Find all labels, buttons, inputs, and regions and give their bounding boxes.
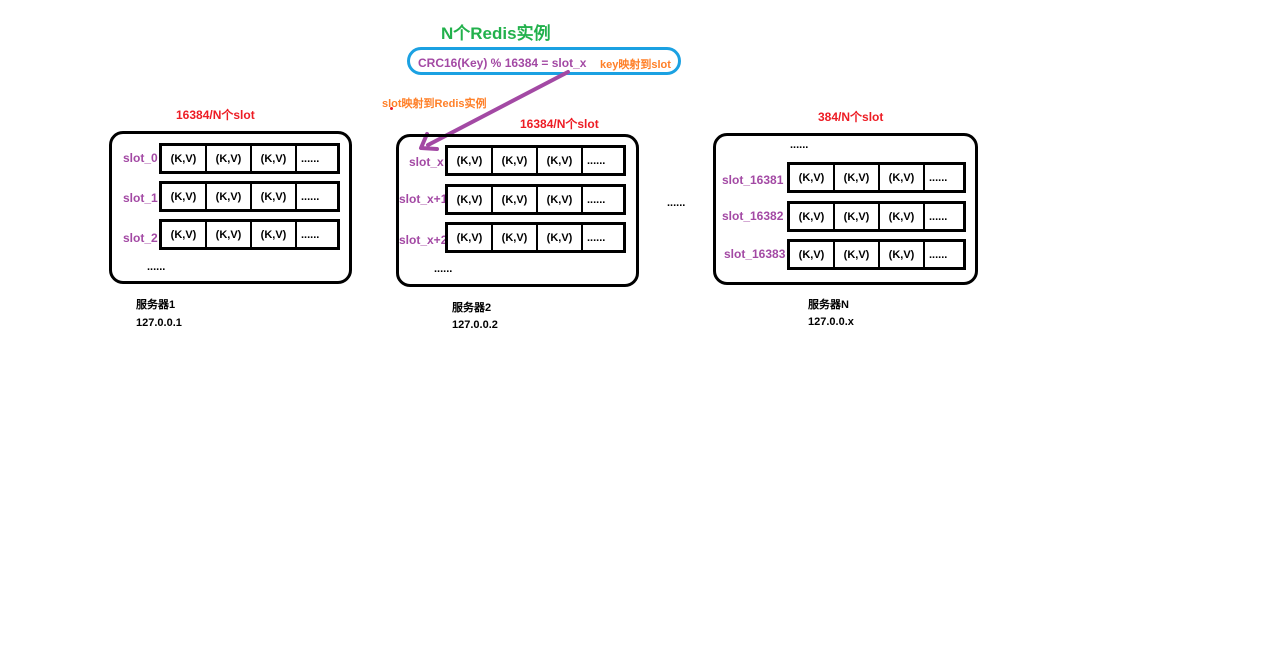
kv-cell: (K,V) [207, 184, 252, 209]
server-1-slot-label: slot_0 [123, 151, 158, 165]
kv-cell: (K,V) [835, 165, 880, 190]
server-n-slot-label: slot_16383 [724, 247, 786, 261]
kv-cell-more: ...... [587, 193, 606, 206]
kv-cell: (K,V) [448, 148, 493, 173]
kv-cell-more: ...... [301, 152, 320, 165]
kv-cell: (K,V) [162, 146, 207, 171]
kv-cell: (K,V) [448, 225, 493, 250]
server-2-box [396, 134, 639, 287]
server-1-ip: 127.0.0.1 [136, 317, 182, 329]
kv-cell: (K,V) [880, 242, 925, 267]
server-2-name: 服务器2 [452, 302, 492, 314]
server-1-count: 16384/N个slot [176, 108, 255, 122]
kv-cell: (K,V) [835, 204, 880, 229]
server-n-count: 384/N个slot [818, 110, 884, 124]
kv-cell-more: ...... [929, 210, 948, 223]
kv-cell: (K,V) [880, 165, 925, 190]
marker-dot [390, 107, 393, 110]
kv-cell: (K,V) [880, 204, 925, 229]
kv-cell-more: ...... [587, 154, 606, 167]
kv-cell: (K,V) [790, 165, 835, 190]
server-2-count: 16384/N个slot [520, 117, 599, 131]
kv-cell: (K,V) [538, 225, 583, 250]
server-n-slot-row: (K,V) (K,V) (K,V) ...... [787, 239, 966, 270]
kv-cell-more: ...... [301, 190, 320, 203]
server-2-slot-row: (K,V) (K,V) (K,V) ...... [445, 184, 626, 215]
kv-cell-more: ...... [929, 171, 948, 184]
server-1-slot-row: (K,V) (K,V) (K,V) ...... [159, 181, 340, 212]
kv-cell: (K,V) [207, 146, 252, 171]
server-n-slot-label: slot_16382 [722, 209, 784, 223]
arrow-shaft [426, 70, 570, 147]
kv-cell: (K,V) [448, 187, 493, 212]
kv-cell-more: ...... [929, 248, 948, 261]
server-n-ip: 127.0.0.x [808, 316, 854, 328]
slot-note: slot映射到Redis实例 [382, 98, 487, 110]
kv-cell: (K,V) [162, 222, 207, 247]
server-n-slot-row: (K,V) (K,V) (K,V) ...... [787, 201, 966, 232]
server-n-slot-row: (K,V) (K,V) (K,V) ...... [787, 162, 966, 193]
kv-cell: (K,V) [538, 187, 583, 212]
server-2-slot-label: slot_x [409, 155, 444, 169]
kv-cell: (K,V) [835, 242, 880, 267]
server-1-name: 服务器1 [136, 299, 176, 311]
server-2-more: ...... [434, 263, 453, 275]
diagram-title: N个Redis实例 [441, 24, 551, 43]
kv-cell: (K,V) [162, 184, 207, 209]
kv-cell: (K,V) [493, 187, 538, 212]
more-servers-dots: ...... [667, 197, 686, 209]
server-2-slot-label: slot_x+2 [399, 233, 448, 247]
kv-cell-more: ...... [301, 228, 320, 241]
arrow-head [419, 132, 439, 151]
kv-cell: (K,V) [252, 146, 297, 171]
server-1-slot-row: (K,V) (K,V) (K,V) ...... [159, 143, 340, 174]
server-1-slot-label: slot_1 [123, 191, 158, 205]
server-1-box [109, 131, 352, 284]
formula-text: CRC16(Key) % 16384 = slot_x [418, 56, 587, 70]
server-n-name: 服务器N [808, 299, 849, 311]
kv-cell: (K,V) [252, 184, 297, 209]
server-2-slot-label: slot_x+1 [399, 192, 448, 206]
key-note: key映射到slot [600, 59, 671, 71]
kv-cell: (K,V) [493, 225, 538, 250]
kv-cell: (K,V) [252, 222, 297, 247]
kv-cell: (K,V) [790, 204, 835, 229]
formula-box [407, 47, 681, 75]
server-2-ip: 127.0.0.2 [452, 319, 498, 331]
server-2-slot-row: (K,V) (K,V) (K,V) ...... [445, 222, 626, 253]
server-1-slot-label: slot_2 [123, 231, 158, 245]
kv-cell: (K,V) [538, 148, 583, 173]
server-n-slot-label: slot_16381 [722, 173, 784, 187]
kv-cell-more: ...... [587, 231, 606, 244]
server-n-more: ...... [790, 139, 809, 151]
server-2-slot-row: (K,V) (K,V) (K,V) ...... [445, 145, 626, 176]
server-n-box [713, 133, 978, 285]
server-1-more: ...... [147, 261, 166, 273]
kv-cell: (K,V) [493, 148, 538, 173]
server-1-slot-row: (K,V) (K,V) (K,V) ...... [159, 219, 340, 250]
kv-cell: (K,V) [790, 242, 835, 267]
kv-cell: (K,V) [207, 222, 252, 247]
